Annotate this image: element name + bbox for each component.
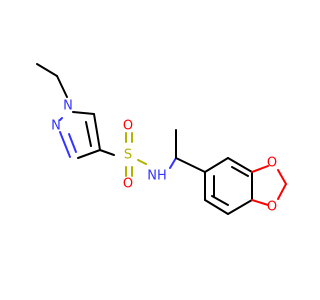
bond-n2-n1 — [59, 117, 63, 121]
atom-label-o-ring1: O — [267, 156, 277, 171]
bond-ethyl-ch2 — [56, 75, 68, 98]
bond-c4-c3 — [77, 149, 101, 159]
bond-o2-c — [251, 199, 269, 206]
molecule-structure: N N S O O NH O O — [36, 63, 287, 215]
atom-label-n2: N — [51, 119, 61, 134]
molecule-canvas: N N S O O NH O O — [36, 63, 287, 215]
atom-label-s: S — [124, 148, 132, 163]
bond-n1-c5 — [72, 111, 95, 115]
bond-benz-5 — [204, 199, 229, 215]
bond-nh-c — [169, 157, 177, 169]
atom-label-n1: N — [63, 99, 73, 114]
bond-benz-2 — [227, 157, 253, 173]
bond-c-aryl — [175, 157, 206, 173]
bond-benz-4 — [227, 199, 253, 215]
bond-o1-ch2 — [277, 169, 287, 185]
atom-label-nh: NH — [147, 169, 167, 184]
atom-label-o-bottom: O — [123, 177, 133, 192]
atom-label-o-top: O — [123, 119, 133, 134]
bond-c3-n2-double — [68, 133, 77, 153]
bond-c4-s — [99, 149, 115, 156]
bond-benz-2-double — [231, 166, 249, 177]
bond-ch2-o2 — [277, 183, 287, 200]
bond-c5-c4-double — [85, 121, 92, 147]
bond-c5-c4 — [93, 113, 101, 151]
bond-c3-n2 — [59, 131, 71, 158]
bond-c-o1 — [251, 165, 269, 173]
bond-s-nh — [137, 159, 147, 165]
bond-ethyl-ch3 — [36, 63, 58, 77]
atom-label-o-ring2: O — [267, 200, 277, 215]
bond-benz-1 — [204, 157, 229, 173]
